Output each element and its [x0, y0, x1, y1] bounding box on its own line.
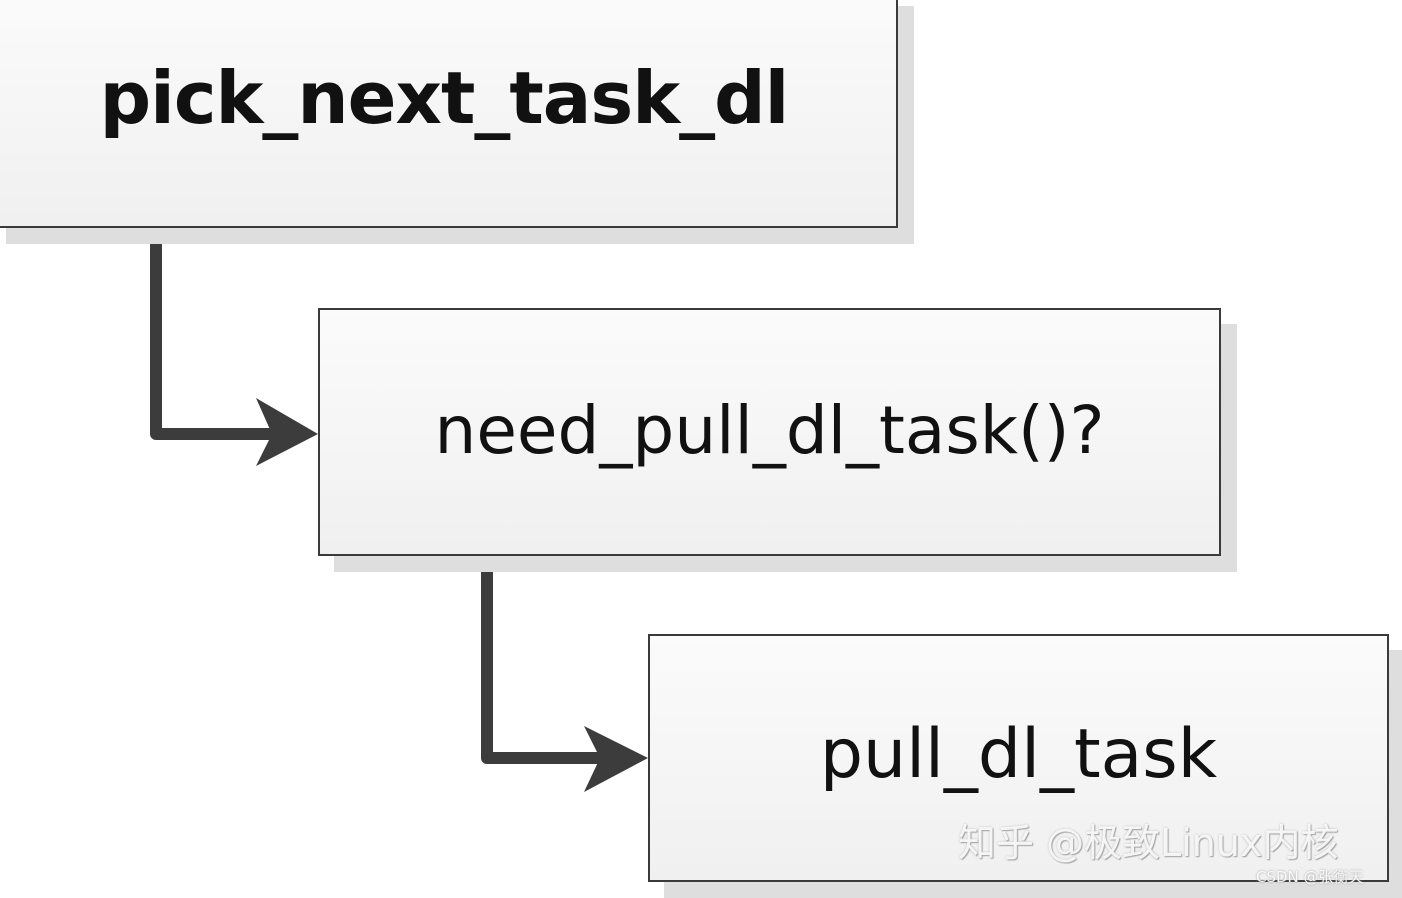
zhihu-watermark: 知乎 @极致Linux内核 — [958, 821, 1339, 865]
node-label: pull_dl_task — [819, 714, 1218, 794]
node-label: pick_next_task_dl — [99, 56, 790, 140]
edge-pick-to-need — [150, 220, 278, 440]
node-need-pull-dl-task: need_pull_dl_task()? — [318, 308, 1221, 556]
node-label: need_pull_dl_task()? — [434, 391, 1105, 469]
edge-need-to-pull — [481, 546, 606, 764]
node-pick-next-task-dl: pick_next_task_dl — [0, 0, 898, 228]
arrow-head-2 — [584, 726, 648, 792]
arrow-head-1 — [256, 398, 318, 466]
node-pull-dl-task: pull_dl_task — [648, 634, 1389, 882]
csdn-watermark: CSDN @张衡天 — [1256, 868, 1364, 886]
